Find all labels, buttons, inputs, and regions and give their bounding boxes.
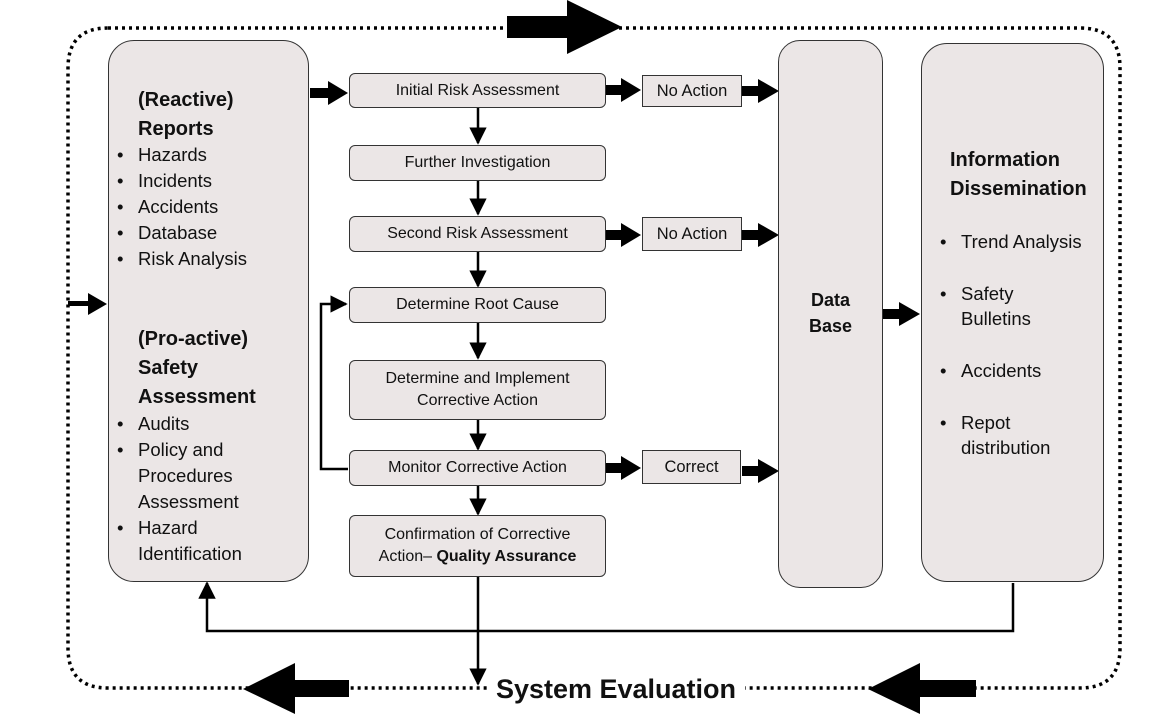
loop-arrow-bottom-right	[868, 663, 976, 714]
determine-implement-line2: Corrective Action	[417, 392, 538, 409]
dissemination-heading: Information Dissemination	[950, 146, 1087, 204]
arrow-second-to-noaction	[606, 223, 641, 247]
entry-arrow	[68, 293, 107, 315]
loop-arrow-top	[507, 0, 622, 54]
proactive-heading-line1: (Pro-active)	[138, 328, 249, 350]
system-evaluation-loop	[66, 26, 1122, 690]
dissemination-item: Accidents	[940, 358, 1041, 384]
initial-risk-assessment-box: Initial Risk Assessment	[349, 73, 606, 108]
proactive-item-continued: Assessment	[138, 491, 239, 512]
arrow-noaction-to-database-2	[742, 223, 779, 247]
confirmation-line2-prefix: Action–	[378, 548, 437, 565]
no-action-box-2: No Action	[642, 217, 742, 251]
determine-implement-line1: Determine and Implement	[385, 370, 570, 387]
quality-assurance-label: Quality Assurance	[436, 548, 577, 565]
further-investigation-box: Further Investigation	[349, 145, 606, 181]
dissemination-panel	[921, 43, 1104, 582]
dissemination-item: Repot	[940, 410, 1011, 436]
dissemination-heading-line2: Dissemination	[950, 178, 1087, 200]
reactive-item: Incidents	[109, 168, 247, 194]
arrow-feedback-to-left-panel	[198, 581, 1015, 633]
system-evaluation-label: System Evaluation	[487, 672, 745, 706]
proactive-item: Hazard	[138, 517, 198, 538]
proactive-item: Policy and	[138, 439, 224, 460]
reactive-list: Hazards Incidents Accidents Database Ris…	[109, 142, 247, 272]
second-risk-assessment-box: Second Risk Assessment	[349, 216, 606, 252]
dissemination-item-continued: distribution	[961, 437, 1051, 458]
database-label-line1: Data	[810, 290, 850, 310]
determine-root-cause-box: Determine Root Cause	[349, 287, 606, 323]
proactive-list: •Audits •Policy and Procedures Assessmen…	[109, 411, 305, 567]
arrow-database-to-dissemination	[883, 302, 920, 326]
confirmation-line1: Confirmation of Corrective	[384, 526, 571, 543]
dissemination-item-continued: Bulletins	[961, 308, 1031, 329]
proactive-heading: (Pro-active) Safety Assessment	[138, 325, 256, 412]
database-label: Data Base	[778, 287, 883, 339]
proactive-heading-line3: Assessment	[138, 386, 256, 408]
dissemination-item: Trend Analysis	[940, 229, 1082, 255]
arrow-noaction-to-database-1	[742, 79, 779, 103]
correct-box: Correct	[642, 450, 741, 484]
arrow-monitor-to-correct	[606, 456, 641, 480]
loop-arrow-bottom-left	[243, 663, 349, 714]
proactive-item-continued: Identification	[138, 543, 242, 564]
proactive-item: Audits	[138, 413, 190, 434]
reactive-heading: (Reactive) Reports	[138, 86, 234, 144]
reports-assessment-panel	[108, 40, 309, 582]
arrow-initial-to-noaction	[606, 78, 641, 102]
reactive-item: Hazards	[109, 142, 247, 168]
reactive-item: Database	[109, 220, 247, 246]
proactive-heading-line2: Safety	[138, 357, 199, 379]
database-panel	[778, 40, 883, 588]
reactive-heading-line2: Reports	[138, 118, 214, 140]
arrow-monitor-loop-to-root	[319, 295, 348, 471]
reactive-heading-line1: (Reactive)	[138, 89, 234, 111]
dissemination-item: Safety	[940, 281, 1014, 307]
dissemination-heading-line1: Information	[950, 149, 1060, 171]
arrow-to-initial-risk	[310, 81, 348, 105]
determine-implement-box: Determine and Implement Corrective Actio…	[349, 360, 606, 420]
database-label-line2: Base	[808, 316, 853, 336]
arrow-correct-to-database	[742, 459, 779, 483]
reactive-item: Risk Analysis	[109, 246, 247, 272]
proactive-item-continued: Procedures	[138, 465, 233, 486]
reactive-item: Accidents	[109, 194, 247, 220]
confirmation-box: Confirmation of Corrective Action– Quali…	[349, 515, 606, 577]
no-action-box-1: No Action	[642, 75, 742, 107]
monitor-corrective-action-box: Monitor Corrective Action	[349, 450, 606, 486]
